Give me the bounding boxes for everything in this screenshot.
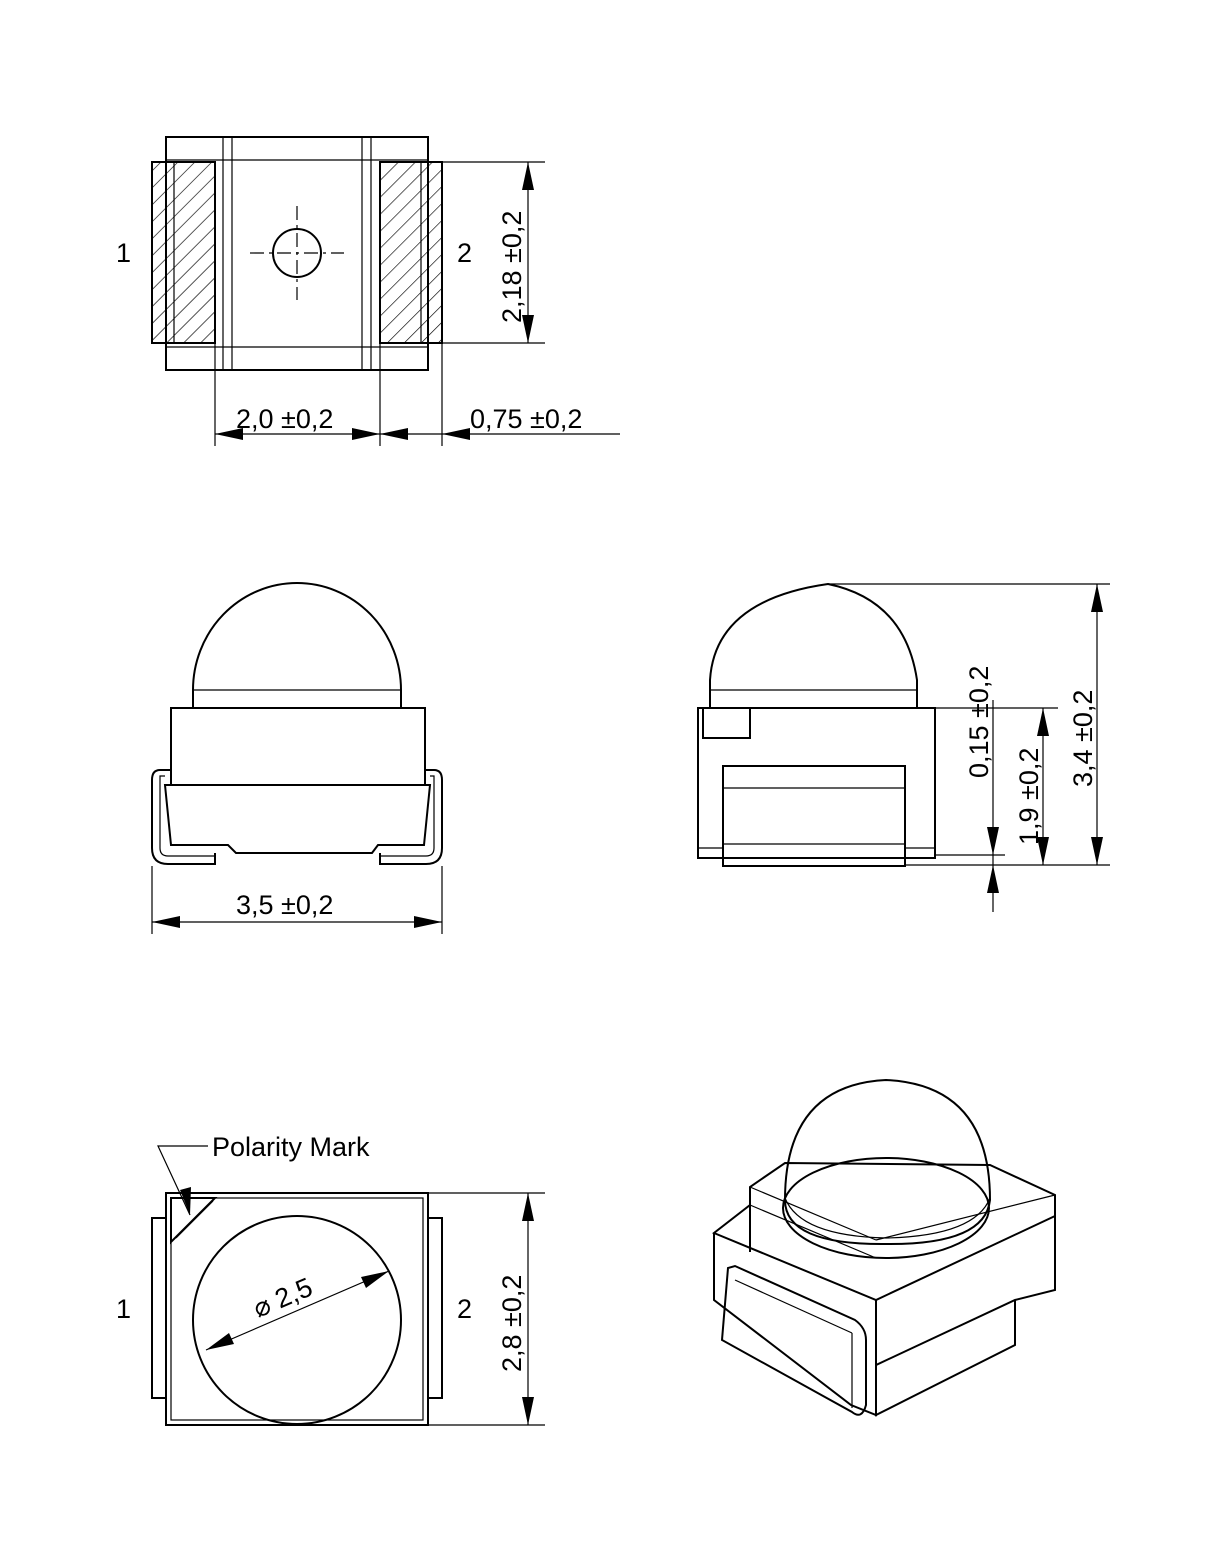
pin-2-label: 2 — [457, 238, 472, 268]
pin-1-label-bottom: 1 — [116, 1294, 131, 1324]
pad-left — [151, 161, 216, 344]
polarity-mark-label: Polarity Mark — [212, 1132, 370, 1162]
isometric-view — [712, 1078, 1056, 1417]
side-view: 0,15 ±0,2 1,9 ±0,2 3,4 ±0,2 — [697, 582, 1110, 912]
pin-1-label: 1 — [116, 238, 131, 268]
polarity-mark-triangle — [170, 1197, 218, 1245]
pad-right — [379, 161, 443, 344]
bottom-view: ⌀ 2,5 Polarity Mark 1 2 2,8 ±0,2 — [116, 1132, 545, 1426]
dim-total-height-label: 3,4 ±0,2 — [1068, 690, 1098, 787]
top-view: 1 2 2,18 ±0,2 2,0 ±0,2 0,75 ±0,2 — [116, 136, 620, 446]
dim-pad-width-label: 0,75 ±0,2 — [470, 404, 582, 434]
pin-2-label-bottom: 2 — [457, 1294, 472, 1324]
dim-height-label: 2,18 ±0,2 — [497, 211, 527, 323]
dim-body-height-label: 1,9 ±0,2 — [1014, 748, 1044, 845]
dim-pad-spacing-label: 2,0 ±0,2 — [236, 404, 333, 434]
front-view: 3,5 ±0,2 — [151, 582, 443, 934]
dim-height-label-bottom: 2,8 ±0,2 — [497, 1275, 527, 1372]
dim-width-label: 3,5 ±0,2 — [236, 890, 333, 920]
dim-standoff-label: 0,15 ±0,2 — [964, 666, 994, 778]
dim-diameter-label: ⌀ 2,5 — [249, 1272, 317, 1324]
